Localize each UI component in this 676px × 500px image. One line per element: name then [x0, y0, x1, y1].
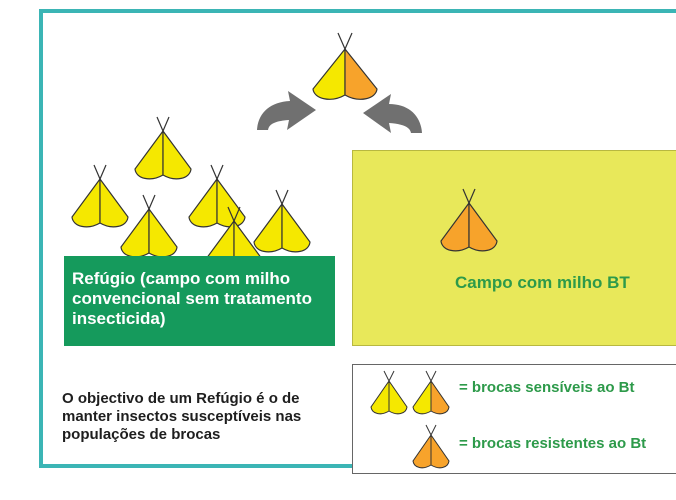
- moth-bt-resistant: [440, 188, 498, 252]
- moth-top: [312, 32, 378, 100]
- objective-text: O objectivo de um Refúgio é o de manter …: [62, 390, 302, 443]
- refuge-label: Refúgio (campo com milho convencional se…: [72, 269, 312, 328]
- bt-field-label: Campo com milho BT: [455, 273, 630, 292]
- refuge-field: Refúgio (campo com milho convencional se…: [64, 256, 335, 346]
- legend-sensitive-label: = brocas sensíveis ao Bt: [459, 379, 635, 396]
- legend-moth-sensitive-mixed: [412, 370, 450, 415]
- legend-resistant-label: = brocas resistentes ao Bt: [459, 435, 647, 452]
- moth-refuge-4: [188, 164, 246, 228]
- moth-refuge-2: [71, 164, 129, 228]
- moth-refuge-5: [253, 189, 311, 253]
- legend-moth-resistant: [412, 424, 450, 469]
- legend-box: = brocas sensíveis ao Bt = brocas resist…: [352, 364, 676, 474]
- moth-refuge-1: [134, 116, 192, 180]
- bt-field: Campo com milho BT: [352, 150, 676, 346]
- legend-moth-sensitive-yellow: [370, 370, 408, 415]
- arrow-left: [257, 91, 316, 130]
- arrow-right: [363, 94, 422, 133]
- moth-refuge-3: [120, 194, 178, 258]
